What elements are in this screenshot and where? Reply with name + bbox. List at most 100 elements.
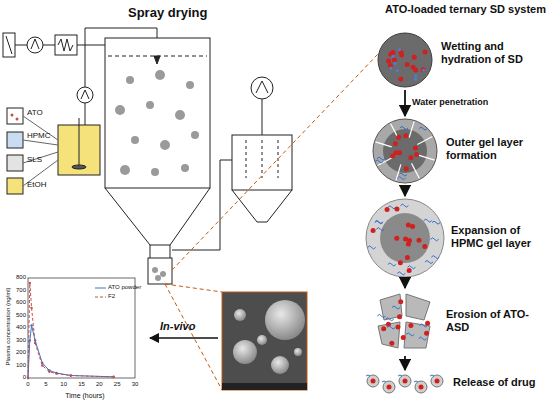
graphic-part [7,155,23,171]
flow-arrow [404,186,406,196]
graphic-part [294,348,302,356]
drug-dot [416,238,421,243]
polymer-chain [375,160,383,163]
stage-node: Erosion of ATO-ASD [372,290,438,354]
drug-dot [395,324,400,329]
drug-dot [398,76,403,81]
stage-node: Release of drug [365,372,445,396]
polymer-chain [368,246,376,249]
polymer-chain [400,204,408,207]
polymer-chain [377,157,385,160]
graphic-part [77,87,93,103]
graphic-part [155,275,161,281]
polymer-chain [375,221,383,224]
graphic-part [31,39,39,49]
stage-label: Erosion of ATO-ASD [446,308,548,333]
drug-dot [422,244,427,249]
legend-text: ATO powder [108,284,141,291]
stage-shape [372,118,438,184]
ingredient-label: SLS [27,155,42,164]
polymer-chain [366,375,370,376]
tick-label: 20 [89,381,109,388]
graphic-part [105,188,210,245]
drug-dot [424,331,429,336]
graphic-part [278,140,279,178]
graphic-part [126,76,134,84]
released-drug [383,381,395,393]
graphic-part [154,56,160,64]
flow-arrow [404,280,406,288]
released-drug [415,381,427,393]
graphic-part [28,278,135,378]
graphic-part [233,340,257,364]
graphic-part [85,28,157,125]
drug-dot [393,141,398,146]
polymer-chain [386,318,394,321]
drug-dot [414,152,419,157]
graphic-part [155,70,165,80]
particle [378,33,432,87]
drug-dot [421,67,426,72]
polymer-chain [376,228,384,231]
drug-dot [415,74,418,77]
drug-dot [423,49,428,54]
graphic-part [232,190,292,222]
axis-title: Plasma concentration (ng/ml) [5,271,12,381]
drug-dot [406,223,411,228]
graphic-part [105,38,210,188]
drug-dot [413,145,418,150]
tick-label: 10 [54,381,74,388]
drug-dot [398,260,403,265]
released-drug [399,375,411,387]
data-point [70,374,72,376]
water-channel [418,155,434,160]
drug-dot [397,150,402,155]
water-channel [396,164,401,180]
drug-dot [398,48,401,51]
graphic-part [27,37,43,53]
polymer-chain [425,261,433,264]
graphic-part [72,165,86,169]
water-channel [378,158,393,166]
data-point [27,377,29,379]
drug-dot [422,69,425,72]
fragment [380,294,402,320]
data-point [29,282,31,284]
fragment [378,322,400,348]
graphic-part [265,300,305,340]
stage-label: Expansion of HPMC gel layer [451,224,549,249]
drug-dot [405,62,410,67]
stage-label: Wetting and hydration of SD [441,40,550,65]
tick-label: 0 [18,381,38,388]
drug-dot [389,66,392,69]
drug-dot [387,385,392,390]
stage-shape [365,198,445,278]
graphic-part [181,164,189,172]
polymer-chain [398,375,402,376]
polymer-chain [419,324,427,327]
polymer-chain [398,177,406,180]
edge-label: Water penetration [412,97,488,107]
drug-dot [412,55,417,60]
invivo-arrow [150,337,218,339]
polymer-chain [432,221,440,224]
data-point [55,372,57,374]
polymer-chain [397,272,405,275]
drug-dot [404,166,409,171]
flow-arrow [404,90,406,116]
drug-dot [408,323,413,328]
graphic-part [58,39,73,51]
tick-label: 600 [6,299,26,306]
graphic-part [151,168,159,176]
stage-label: Release of drug [453,376,548,389]
drug-dot [386,58,391,63]
spray-dryer [3,28,292,284]
drug-dot [405,255,410,260]
stage-label: Outer gel layer formation [446,136,548,161]
drug-dot [385,207,390,212]
water-channel [409,121,414,137]
drug-dot [390,154,395,159]
drug-dot [419,385,424,390]
